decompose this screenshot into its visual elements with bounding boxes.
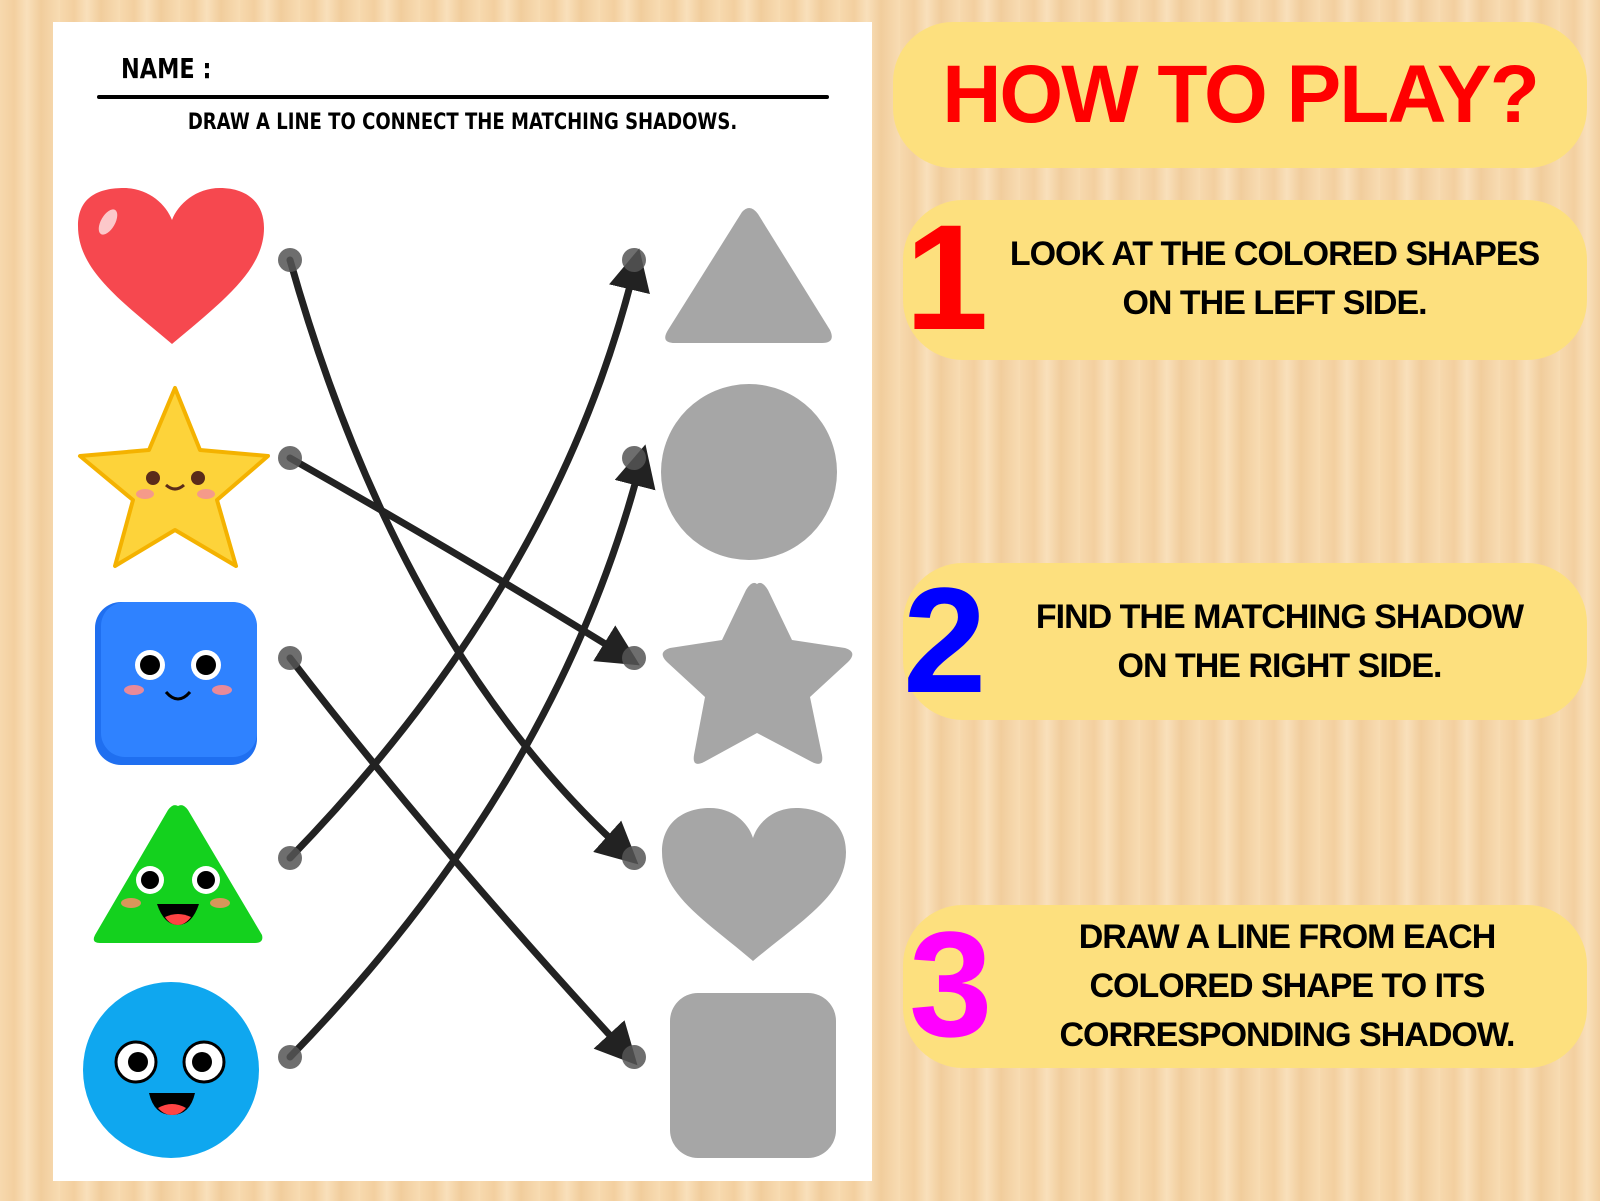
step-3-line-2: COLORED SHAPE TO ITS — [1089, 967, 1486, 1005]
left-dot[interactable] — [278, 846, 302, 870]
right-dot[interactable] — [622, 446, 646, 470]
name-line[interactable] — [97, 95, 829, 99]
square-shadow — [670, 993, 836, 1158]
step-1-line-1: LOOK AT THE COLORED SHAPES — [1009, 235, 1540, 273]
heart-shine — [98, 209, 118, 235]
step-3: 3 DRAW A LINE FROM EACH COLORED SHAPE TO… — [903, 905, 1587, 1068]
right-dot[interactable] — [622, 248, 646, 272]
instruction-text: DRAW A LINE TO CONNECT THE MATCHING SHAD… — [187, 110, 738, 135]
step-3-line-3: CORRESPONDING SHADOW. — [1059, 1016, 1515, 1054]
left-dot[interactable] — [278, 446, 302, 470]
step-2-line-1: FIND THE MATCHING SHADOW — [1035, 598, 1524, 636]
right-dot[interactable] — [622, 646, 646, 670]
step-1: 1 LOOK AT THE COLORED SHAPES ON THE LEFT… — [903, 200, 1587, 360]
step-number-1: 1 — [905, 193, 989, 361]
right-dot[interactable] — [622, 846, 646, 870]
circle-shape — [83, 982, 259, 1158]
heart-shape — [78, 188, 264, 344]
line-triangle — [286, 248, 650, 862]
square-shape — [95, 602, 257, 765]
step-number-2: 2 — [903, 556, 987, 724]
left-dot[interactable] — [278, 248, 302, 272]
left-dot[interactable] — [278, 1045, 302, 1069]
step-number-3: 3 — [909, 900, 993, 1068]
triangle-shadow — [665, 207, 832, 343]
step-1-line-2: ON THE LEFT SIDE. — [1122, 284, 1427, 322]
step-3-line-1: DRAW A LINE FROM EACH — [1078, 918, 1497, 956]
heart-shadow — [662, 808, 846, 961]
triangle-shape — [93, 805, 263, 943]
left-dot[interactable] — [278, 646, 302, 670]
step-2: 2 FIND THE MATCHING SHADOW ON THE RIGHT … — [903, 563, 1587, 720]
name-label: NAME : — [121, 52, 212, 85]
right-dot[interactable] — [622, 1045, 646, 1069]
line-star — [286, 454, 640, 666]
how-to-play-title: HOW TO PLAY? — [942, 49, 1540, 140]
star-shape — [78, 386, 270, 568]
line-square — [286, 654, 638, 1066]
how-to-play-title-box: HOW TO PLAY? — [893, 22, 1587, 168]
line-heart — [286, 256, 639, 865]
line-circle — [286, 444, 656, 1061]
circle-shadow — [661, 384, 837, 560]
step-2-line-2: ON THE RIGHT SIDE. — [1117, 647, 1443, 685]
star-shadow — [662, 582, 853, 764]
